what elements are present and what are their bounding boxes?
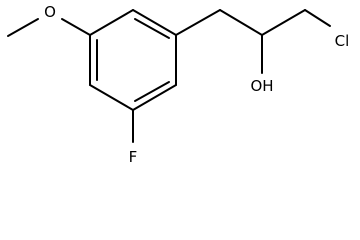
ring-double-bond	[134, 18, 170, 39]
ring-double-bond	[134, 81, 170, 102]
side-chain-bond	[175, 9, 221, 36]
oxygen-label: O	[44, 3, 56, 21]
chemical-structure: O F OH Cl	[7, 3, 350, 166]
side-chain-bond	[261, 9, 306, 36]
chlorine-label: Cl	[335, 32, 350, 50]
ring-bond	[132, 84, 177, 111]
fluorine-label: F	[129, 148, 138, 166]
ring-bond	[89, 84, 134, 111]
ring-bond	[89, 9, 134, 36]
side-chain-bond	[219, 9, 263, 36]
hydroxyl-label: OH	[250, 77, 273, 95]
benzene-ring	[89, 9, 177, 111]
methoxy-ring-bond	[61, 18, 91, 36]
ring-bond	[132, 9, 177, 36]
chlorine-bond	[304, 9, 331, 27]
methoxy-methyl-bond	[7, 18, 39, 37]
